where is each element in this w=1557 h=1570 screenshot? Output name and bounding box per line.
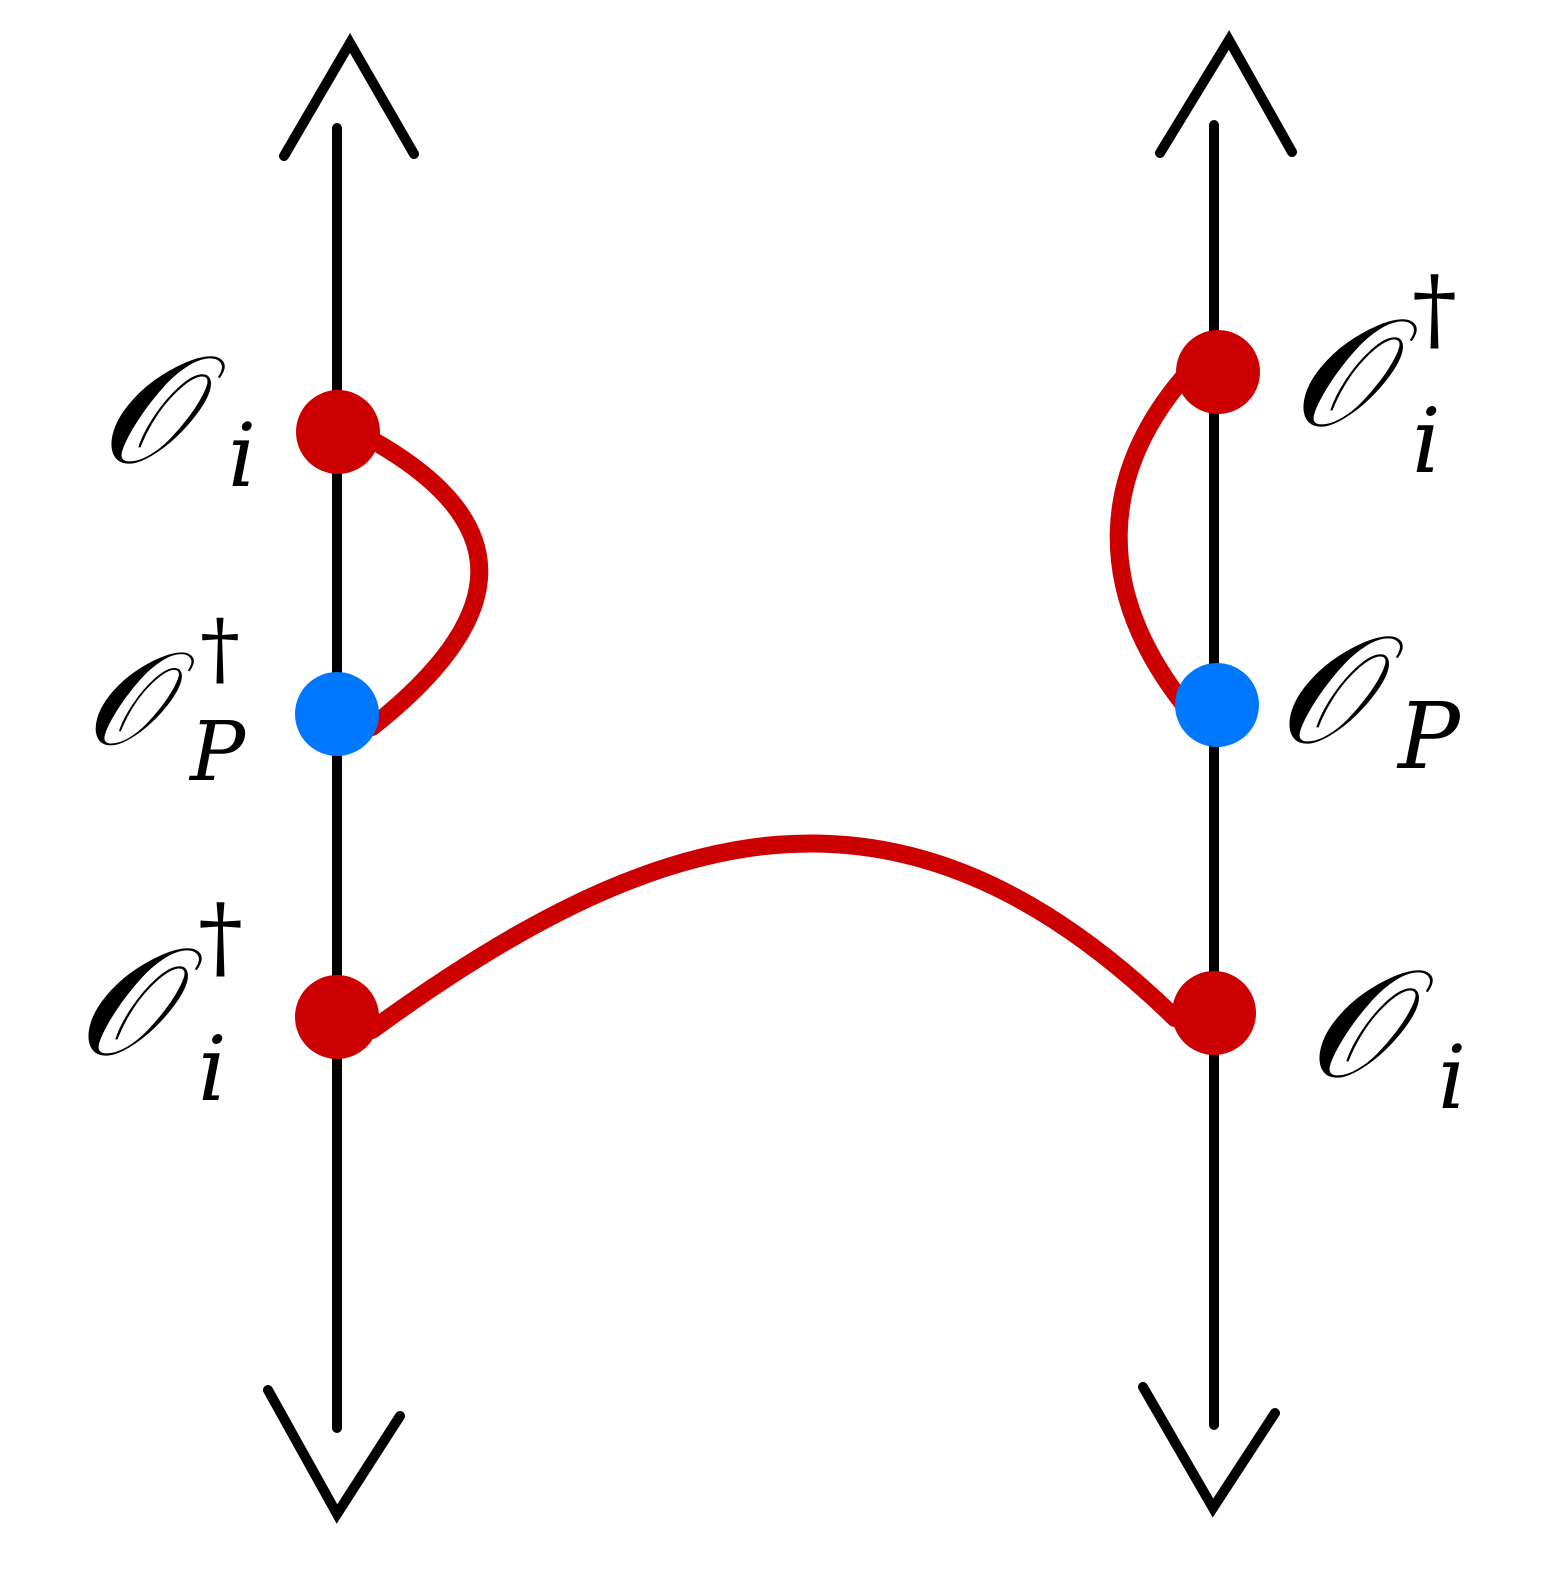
chevron-down-icon: [1138, 1382, 1280, 1518]
right-middle-label: 𝒪 P: [1276, 604, 1462, 790]
left-top-label: 𝒪 i: [98, 324, 256, 507]
left-middle-label: 𝒪 † P: [84, 602, 247, 800]
right-middle-node: [1175, 663, 1259, 747]
label-subscript: i: [198, 1017, 227, 1122]
right-top-label: 𝒪 † i: [1290, 257, 1457, 494]
label-base: 𝒪: [1290, 287, 1418, 461]
nodes: [295, 330, 1260, 1059]
label-subscript: P: [1396, 683, 1462, 790]
right-bottom-label: 𝒪 i: [1306, 938, 1466, 1129]
label-subscript: i: [228, 404, 256, 507]
left-middle-node: [295, 672, 379, 756]
chevron-up-icon: [1155, 30, 1297, 158]
label-base: 𝒪: [98, 324, 226, 498]
propagators: [363, 361, 1199, 1039]
right-loop-propagator: [1109, 361, 1199, 721]
label-superscript: †: [198, 885, 243, 990]
left-loop-propagator: [363, 431, 489, 736]
chevron-up-icon: [279, 33, 419, 161]
label-superscript: †: [200, 602, 240, 695]
right-timeline: [1138, 30, 1297, 1518]
chevron-down-icon: [263, 1385, 405, 1524]
label-superscript: †: [1412, 257, 1457, 362]
label-base: 𝒪: [84, 623, 195, 775]
left-bottom-label: 𝒪 † i: [75, 885, 243, 1122]
label-subscript: i: [1412, 389, 1441, 494]
cross-propagator: [363, 834, 1184, 1039]
label-subscript: i: [1438, 1026, 1466, 1129]
label-base: 𝒪: [75, 916, 203, 1090]
right-top-node: [1176, 330, 1260, 414]
right-bottom-node: [1172, 971, 1256, 1055]
left-timeline: [263, 33, 419, 1524]
label-subscript: P: [188, 705, 247, 800]
left-bottom-node: [295, 975, 379, 1059]
label-base: 𝒪: [1276, 604, 1404, 778]
label-base: 𝒪: [1306, 938, 1434, 1112]
left-top-node: [296, 390, 380, 474]
